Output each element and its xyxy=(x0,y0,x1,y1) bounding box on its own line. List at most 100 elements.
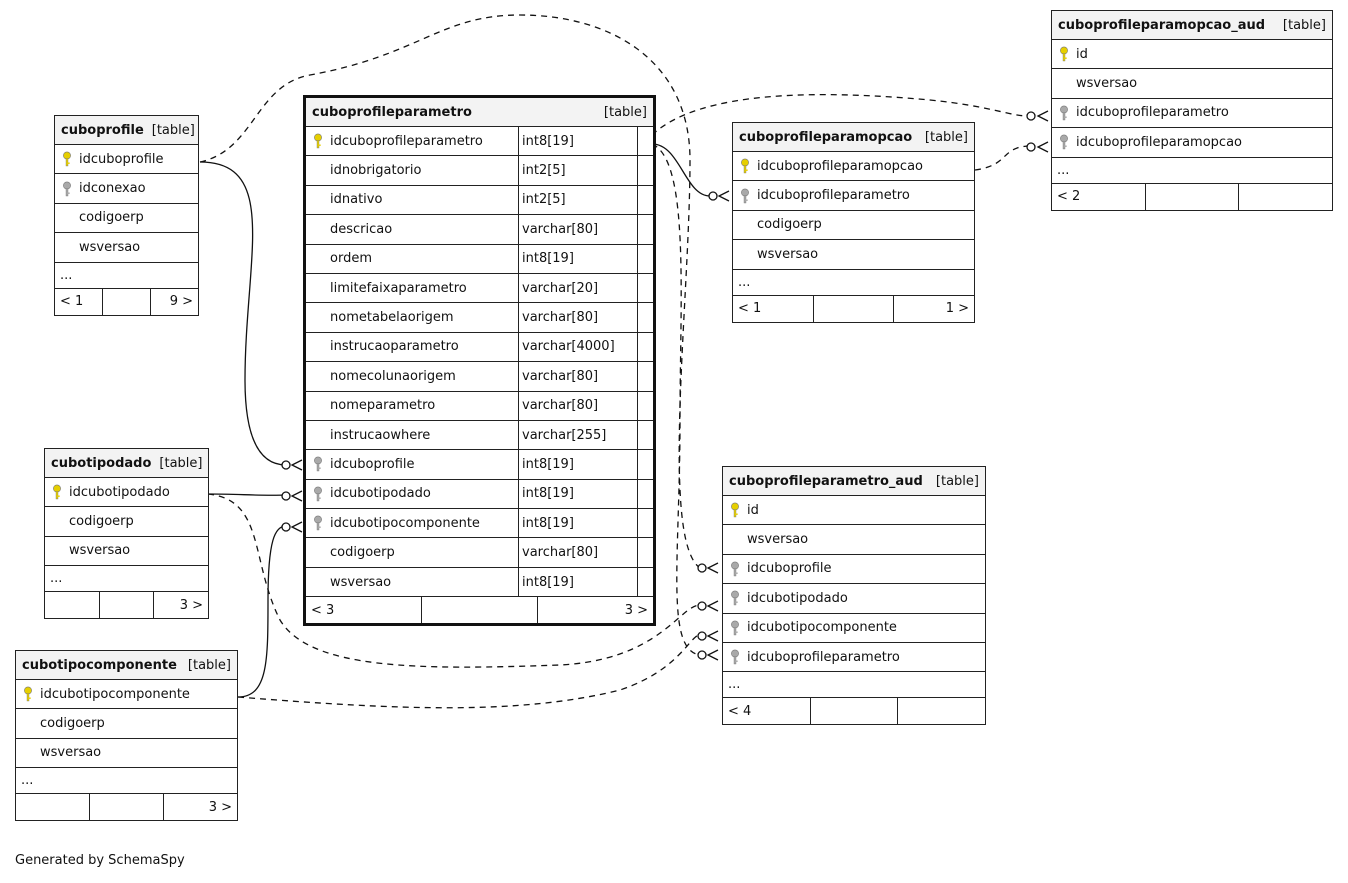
children-count[interactable]: 1 > xyxy=(893,295,974,322)
table-name: cuboprofile xyxy=(61,122,144,138)
children-count[interactable]: 3 > xyxy=(163,794,237,821)
column-name: id xyxy=(747,502,759,518)
column-row[interactable]: wsversao xyxy=(1052,69,1332,99)
primary-key-icon xyxy=(63,151,71,167)
children-count[interactable] xyxy=(1238,183,1332,210)
column-row[interactable]: codigoerp xyxy=(45,507,208,537)
children-count[interactable]: 3 > xyxy=(537,597,653,624)
parents-count[interactable]: < 1 xyxy=(738,301,762,317)
footer-spacer xyxy=(89,794,163,821)
column-name: codigoerp xyxy=(69,514,134,530)
column-row[interactable]: idcuboprofile xyxy=(723,555,985,585)
parents-count[interactable]: < 2 xyxy=(1057,189,1081,205)
table-header: cubotipodado[table] xyxy=(45,449,208,478)
primary-key-icon xyxy=(741,158,749,174)
column-name: codigoerp xyxy=(757,217,822,233)
parents-count[interactable] xyxy=(16,794,89,820)
column-name: idcuboprofileparametro xyxy=(757,188,910,204)
column-row[interactable]: idcuboprofileparamopcao xyxy=(1052,128,1332,158)
relation-cuboprofile-aud xyxy=(199,14,701,569)
column-row[interactable]: codigoerp xyxy=(55,204,198,234)
more-columns: ... xyxy=(55,263,198,289)
column-name: wsversao xyxy=(40,745,102,761)
table-type-tag: [table] xyxy=(603,104,647,120)
zero-marker xyxy=(697,601,707,611)
relation-cubotipocomponente-parametro xyxy=(237,525,287,698)
column-row[interactable]: idcuboprofileparametro xyxy=(733,181,974,211)
column-name: idcubotipodado xyxy=(747,590,848,606)
more-columns: ... xyxy=(1052,158,1332,184)
table-cubotipocomponente[interactable]: cubotipocomponente[table]idcubotipocompo… xyxy=(15,650,238,822)
parents-count[interactable]: < 1 xyxy=(60,294,84,310)
relation-cubotipodado-aud xyxy=(207,493,701,668)
primary-key-icon xyxy=(314,133,322,149)
column-row[interactable]: id xyxy=(1052,40,1332,70)
table-type-tag: [table] xyxy=(151,122,195,138)
table-type-tag: [table] xyxy=(187,657,231,673)
column-row[interactable]: idcubotipocomponente xyxy=(723,614,985,643)
column-row[interactable]: wsversao xyxy=(16,739,237,769)
table-name: cuboprofileparametro_aud xyxy=(729,473,923,489)
crowfoot-marker xyxy=(706,630,719,642)
column-name: idcubotipocomponente xyxy=(747,620,897,636)
column-row[interactable]: id xyxy=(723,496,985,526)
table-cuboprofile[interactable]: cuboprofile [table] idcuboprofile idconexao… xyxy=(54,115,199,316)
children-count[interactable]: 9 > xyxy=(150,288,198,315)
table-cuboprofileparametro[interactable]: cuboprofileparametro [table] idcuboprofile… xyxy=(303,95,656,627)
crowfoot-marker xyxy=(290,459,303,471)
children-count[interactable] xyxy=(897,698,985,725)
children-count[interactable]: 3 > xyxy=(153,592,208,619)
column-row[interactable]: codigoerp xyxy=(16,709,237,739)
zero-marker xyxy=(281,491,291,501)
parents-count[interactable]: < 3 xyxy=(311,602,335,618)
table-footer: < 1 1 > xyxy=(733,295,974,322)
column-name: idconexao xyxy=(79,181,146,197)
column-row[interactable]: idcuboprofileparamopcao xyxy=(733,152,974,182)
zero-marker xyxy=(281,522,291,532)
column-name: limitefaixaparametro xyxy=(330,280,467,296)
column-name: idnobrigatorio xyxy=(330,163,422,179)
column-row[interactable]: wsversao xyxy=(45,537,208,567)
parents-count[interactable] xyxy=(45,592,99,618)
column-row[interactable]: idconexao xyxy=(55,174,198,204)
relation-cubotipocomponente-aud xyxy=(237,634,701,709)
column-type: varchar[80] xyxy=(518,362,637,391)
table-cuboprofileparamopcao[interactable]: cuboprofileparamopcao[table]idcuboprofil… xyxy=(732,122,975,323)
column-name: codigoerp xyxy=(79,210,144,226)
column-name: id xyxy=(1076,46,1088,62)
table-name: cuboprofileparametro xyxy=(312,104,472,120)
column-row[interactable]: idcuboprofile xyxy=(55,145,198,175)
foreign-key-icon xyxy=(741,188,749,203)
column-row[interactable]: wsversao xyxy=(733,240,974,270)
footer-spacer xyxy=(1144,183,1239,210)
column-row[interactable]: idcuboprofileparametro xyxy=(723,643,985,673)
column-row[interactable]: wsversao xyxy=(55,233,198,263)
column-row[interactable]: idcubotipocomponente xyxy=(16,680,237,710)
parents-count[interactable]: < 4 xyxy=(728,703,752,719)
column-row[interactable]: idcubotipodado xyxy=(723,584,985,614)
table-cubotipodado[interactable]: cubotipodado[table]idcubotipodado codigoe… xyxy=(44,448,209,620)
column-row[interactable]: codigoerp xyxy=(733,211,974,241)
column-name: nometabelaorigem xyxy=(330,310,454,326)
column-row[interactable]: wsversao xyxy=(723,525,985,555)
column-row[interactable]: idcuboprofileparametro xyxy=(1052,99,1332,129)
column-row[interactable]: idcubotipodado xyxy=(45,478,208,508)
